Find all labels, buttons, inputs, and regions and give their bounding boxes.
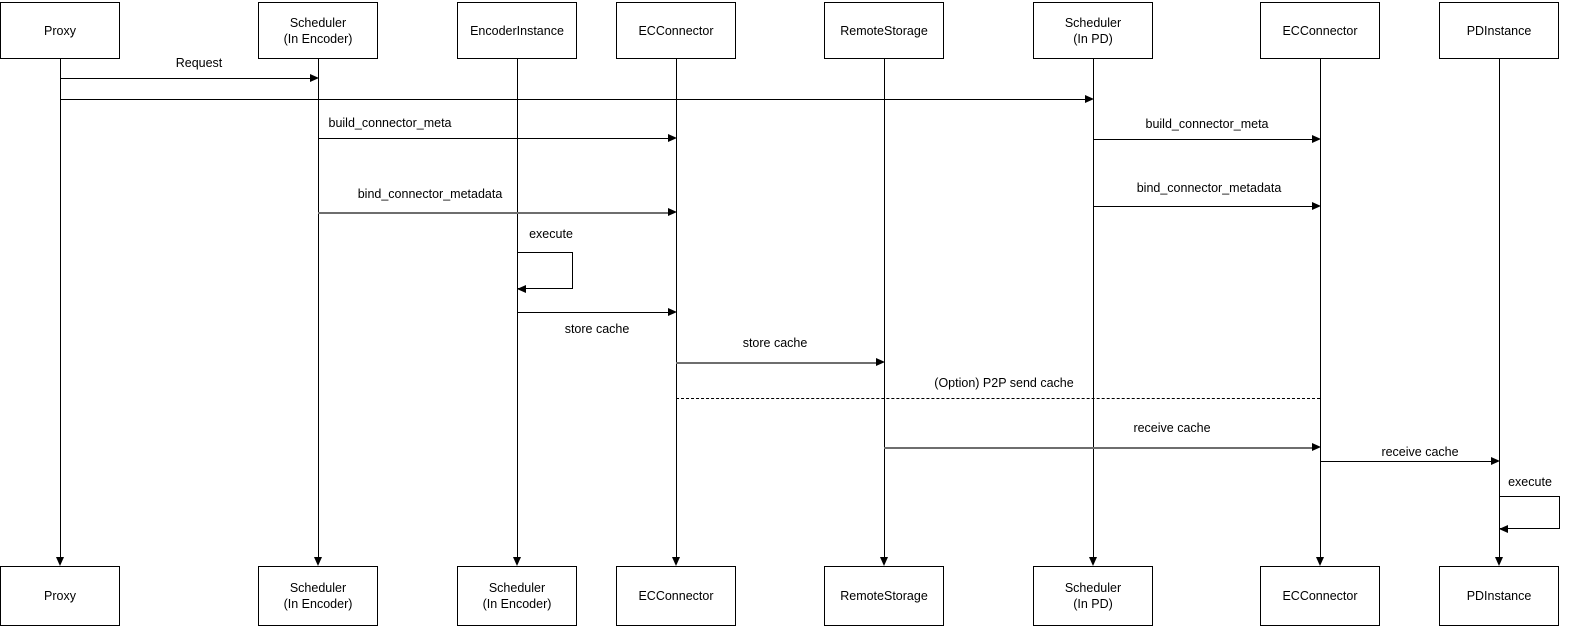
participant-label-bottom-encoder_inst: Scheduler (In Encoder): [482, 581, 552, 611]
message-line-m3[interactable]: [318, 138, 669, 139]
lifeline-end-arrow-icon-sched_pd: [1089, 557, 1097, 566]
participant-box-top-sched_enc[interactable]: Scheduler (In Encoder): [258, 2, 378, 59]
arrowhead-icon-m5: [668, 208, 677, 216]
participant-box-bottom-sched_enc[interactable]: Scheduler (In Encoder): [258, 566, 378, 626]
participant-box-top-ec_conn_1[interactable]: ECConnector: [616, 2, 736, 59]
participant-label-top-encoder_inst: EncoderInstance: [470, 23, 564, 38]
participant-box-top-proxy[interactable]: Proxy: [0, 2, 120, 59]
message-line-m1[interactable]: [60, 78, 311, 79]
message-line-m8[interactable]: [517, 312, 669, 313]
message-label-m8: store cache: [564, 322, 630, 336]
participant-box-top-remote_store[interactable]: RemoteStorage: [824, 2, 944, 59]
arrowhead-icon-m2: [1085, 95, 1094, 103]
message-line-m4[interactable]: [1093, 139, 1313, 140]
participant-box-bottom-ec_conn_2[interactable]: ECConnector: [1260, 566, 1380, 626]
message-line-m11[interactable]: [884, 447, 1313, 449]
message-line-m9[interactable]: [676, 362, 877, 364]
participant-box-top-encoder_inst[interactable]: EncoderInstance: [457, 2, 577, 59]
arrowhead-icon-m7: [517, 285, 526, 293]
participant-label-bottom-pd_inst: PDInstance: [1466, 589, 1532, 603]
message-label-m1: Request: [175, 56, 223, 70]
arrowhead-icon-m9: [876, 358, 885, 366]
participant-box-bottom-encoder_inst[interactable]: Scheduler (In Encoder): [457, 566, 577, 626]
self-message-loop-m13[interactable]: [1499, 496, 1560, 529]
lifeline-proxy: [60, 59, 61, 557]
participant-box-bottom-pd_inst[interactable]: PDInstance: [1439, 566, 1559, 626]
lifeline-end-arrow-icon-proxy: [56, 557, 64, 566]
message-label-m10: (Option) P2P send cache: [934, 376, 1074, 390]
arrowhead-icon-m1: [310, 74, 319, 82]
participant-label-bottom-ec_conn_1: ECConnector: [638, 589, 714, 603]
lifeline-sched_pd: [1093, 59, 1094, 557]
participant-label-bottom-ec_conn_2: ECConnector: [1282, 589, 1358, 603]
message-label-m9: store cache: [742, 336, 808, 350]
participant-label-top-sched_pd: Scheduler (In PD): [1064, 15, 1122, 46]
participant-label-bottom-sched_enc: Scheduler (In Encoder): [283, 581, 353, 611]
participant-label-bottom-sched_pd: Scheduler (In PD): [1064, 581, 1122, 611]
participant-box-bottom-proxy[interactable]: Proxy: [0, 566, 120, 626]
message-line-m10[interactable]: [676, 398, 1320, 399]
lifeline-sched_enc: [318, 59, 319, 557]
message-label-m13: execute: [1508, 475, 1552, 489]
lifeline-end-arrow-icon-sched_enc: [314, 557, 322, 566]
message-label-m5: bind_connector_metadata: [357, 187, 503, 201]
message-label-m11: receive cache: [1133, 421, 1211, 435]
lifeline-end-arrow-icon-ec_conn_1: [672, 557, 680, 566]
participant-box-bottom-sched_pd[interactable]: Scheduler (In PD): [1033, 566, 1153, 626]
arrowhead-icon-m8: [668, 308, 677, 316]
arrowhead-icon-m3: [668, 134, 677, 142]
lifeline-end-arrow-icon-remote_store: [880, 557, 888, 566]
message-label-m12: receive cache: [1381, 445, 1459, 459]
message-line-m5[interactable]: [318, 212, 669, 214]
participant-box-bottom-remote_store[interactable]: RemoteStorage: [824, 566, 944, 626]
message-label-m7: execute: [529, 227, 573, 241]
message-label-m6: bind_connector_metadata: [1136, 181, 1282, 195]
participant-label-top-proxy: Proxy: [44, 23, 76, 38]
message-label-m4: build_connector_meta: [1145, 117, 1269, 131]
self-message-loop-m7[interactable]: [517, 252, 573, 289]
message-line-m12[interactable]: [1320, 461, 1492, 462]
participant-label-top-pd_inst: PDInstance: [1466, 23, 1532, 38]
participant-box-top-ec_conn_2[interactable]: ECConnector: [1260, 2, 1380, 59]
arrowhead-icon-m12: [1491, 457, 1500, 465]
lifeline-end-arrow-icon-ec_conn_2: [1316, 557, 1324, 566]
arrowhead-icon-m13: [1499, 525, 1508, 533]
participant-label-bottom-remote_store: RemoteStorage: [840, 589, 928, 603]
participant-label-bottom-proxy: Proxy: [44, 589, 76, 603]
participant-box-bottom-ec_conn_1[interactable]: ECConnector: [616, 566, 736, 626]
lifeline-ec_conn_2: [1320, 59, 1321, 557]
arrowhead-icon-m4: [1312, 135, 1321, 143]
participant-label-top-remote_store: RemoteStorage: [840, 23, 928, 38]
participant-label-top-ec_conn_2: ECConnector: [1282, 23, 1358, 38]
arrowhead-icon-m6: [1312, 202, 1321, 210]
lifeline-pd_inst: [1499, 59, 1500, 557]
lifeline-end-arrow-icon-pd_inst: [1495, 557, 1503, 566]
participant-label-top-ec_conn_1: ECConnector: [638, 23, 714, 38]
lifeline-encoder_inst: [517, 59, 518, 557]
message-line-m2[interactable]: [60, 99, 1086, 100]
participant-box-top-pd_inst[interactable]: PDInstance: [1439, 2, 1559, 59]
participant-label-top-sched_enc: Scheduler (In Encoder): [283, 15, 353, 46]
message-line-m6[interactable]: [1093, 206, 1313, 207]
arrowhead-icon-m11: [1312, 443, 1321, 451]
message-label-m3: build_connector_meta: [328, 116, 452, 130]
lifeline-end-arrow-icon-encoder_inst: [513, 557, 521, 566]
lifeline-remote_store: [884, 59, 885, 557]
participant-box-top-sched_pd[interactable]: Scheduler (In PD): [1033, 2, 1153, 59]
